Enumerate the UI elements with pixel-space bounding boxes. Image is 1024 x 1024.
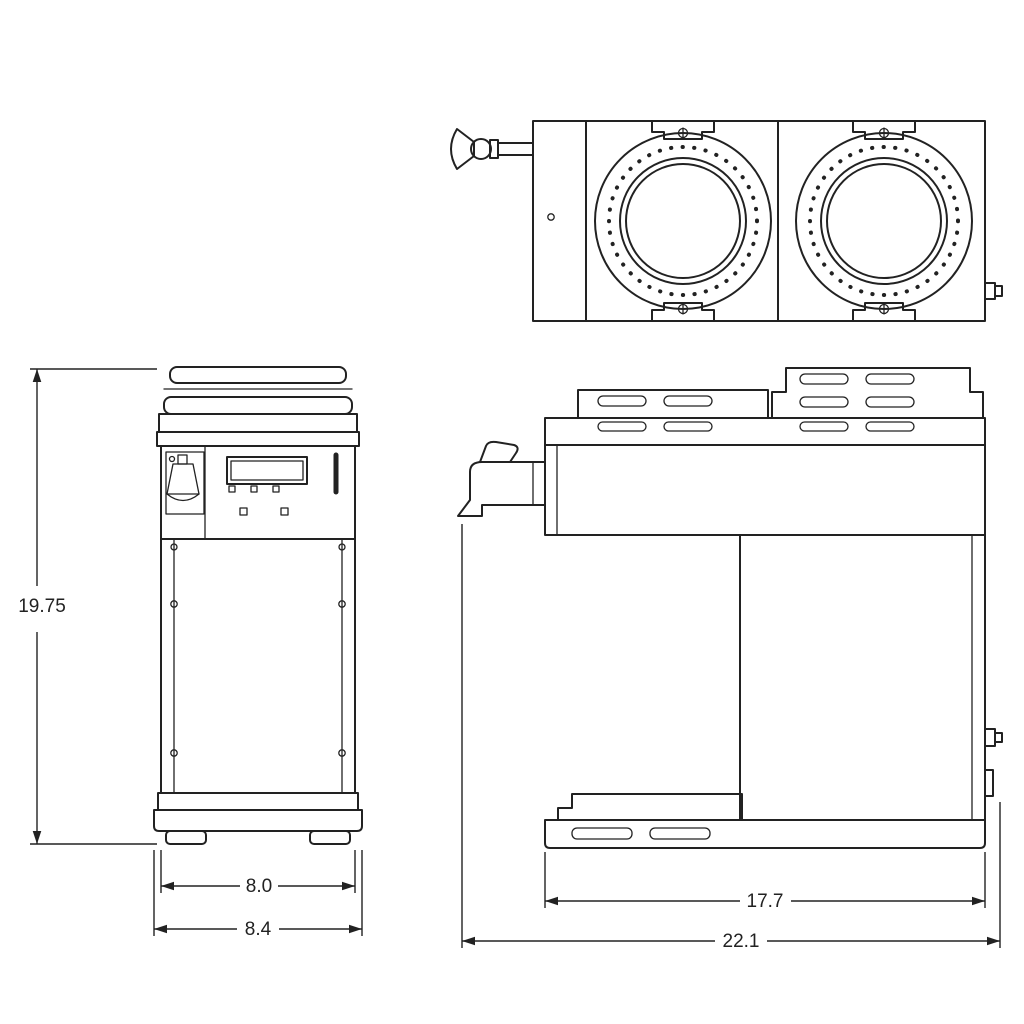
base-slot [649, 827, 711, 840]
vent-slot [663, 421, 713, 432]
top-clip [651, 120, 715, 140]
foot [309, 830, 351, 845]
body-depth-dimension-label: 17.7 [747, 891, 784, 912]
screw-icon [338, 543, 346, 551]
vent-slot [799, 421, 849, 432]
control-panel [160, 445, 356, 540]
top-housing-outline [532, 120, 986, 322]
screw-icon [170, 543, 178, 551]
drip-tray-step [557, 793, 743, 821]
side-view [457, 367, 1003, 849]
vent-slot [597, 421, 647, 432]
top-rails [156, 366, 360, 447]
screw-icon [338, 749, 346, 757]
bottom-clip [852, 302, 916, 322]
overall-width-dimension-label: 8.4 [245, 919, 272, 940]
screw-icon [338, 600, 346, 608]
display-screen [226, 456, 308, 485]
vent-slot [865, 396, 915, 408]
screw-icon [170, 600, 178, 608]
side-base [544, 793, 986, 849]
screw-icon [170, 749, 178, 757]
faucet-front-icon [165, 451, 205, 515]
vent-slot [663, 395, 713, 407]
panel-buttons [228, 485, 289, 516]
dimension-body-depth: 17.7 [544, 852, 986, 912]
vent-slot [865, 373, 915, 385]
top-clip [852, 120, 916, 140]
dimension-body-width: 8.0 [160, 850, 356, 897]
inlet-fittings-side [984, 728, 1003, 797]
faucet-side-icon [457, 440, 546, 517]
vent-slot [865, 421, 915, 432]
overall-depth-dimension-label: 22.1 [723, 931, 760, 952]
faucet-top-icon [450, 128, 534, 170]
right-burner-ring [795, 120, 973, 322]
vent-slot [597, 395, 647, 407]
vent-slot [799, 396, 849, 408]
height-dimension-label: 19.75 [18, 596, 66, 617]
cabinet-body [160, 538, 356, 794]
dimension-overall-width: 8.4 [153, 850, 363, 940]
inlet-fitting-top [984, 282, 1003, 300]
vent-slot [799, 373, 849, 385]
tank-outline [544, 417, 986, 536]
foot [165, 830, 207, 845]
left-burner-ring [594, 120, 772, 322]
top-view [450, 120, 1003, 322]
rear-column [739, 534, 986, 821]
bolt-hole-ring-icon [808, 145, 960, 297]
body-width-dimension-label: 8.0 [246, 876, 272, 897]
dimension-height: 19.75 [18, 368, 157, 845]
bolt-hole-ring-icon [607, 145, 759, 297]
base-slot [571, 827, 633, 840]
bottom-clip [651, 302, 715, 322]
warmer-blocks [577, 367, 984, 432]
front-base [153, 792, 363, 845]
dimension-overall-depth: 22.1 [461, 524, 1001, 952]
screw-icon [547, 213, 555, 221]
front-view [153, 366, 363, 845]
